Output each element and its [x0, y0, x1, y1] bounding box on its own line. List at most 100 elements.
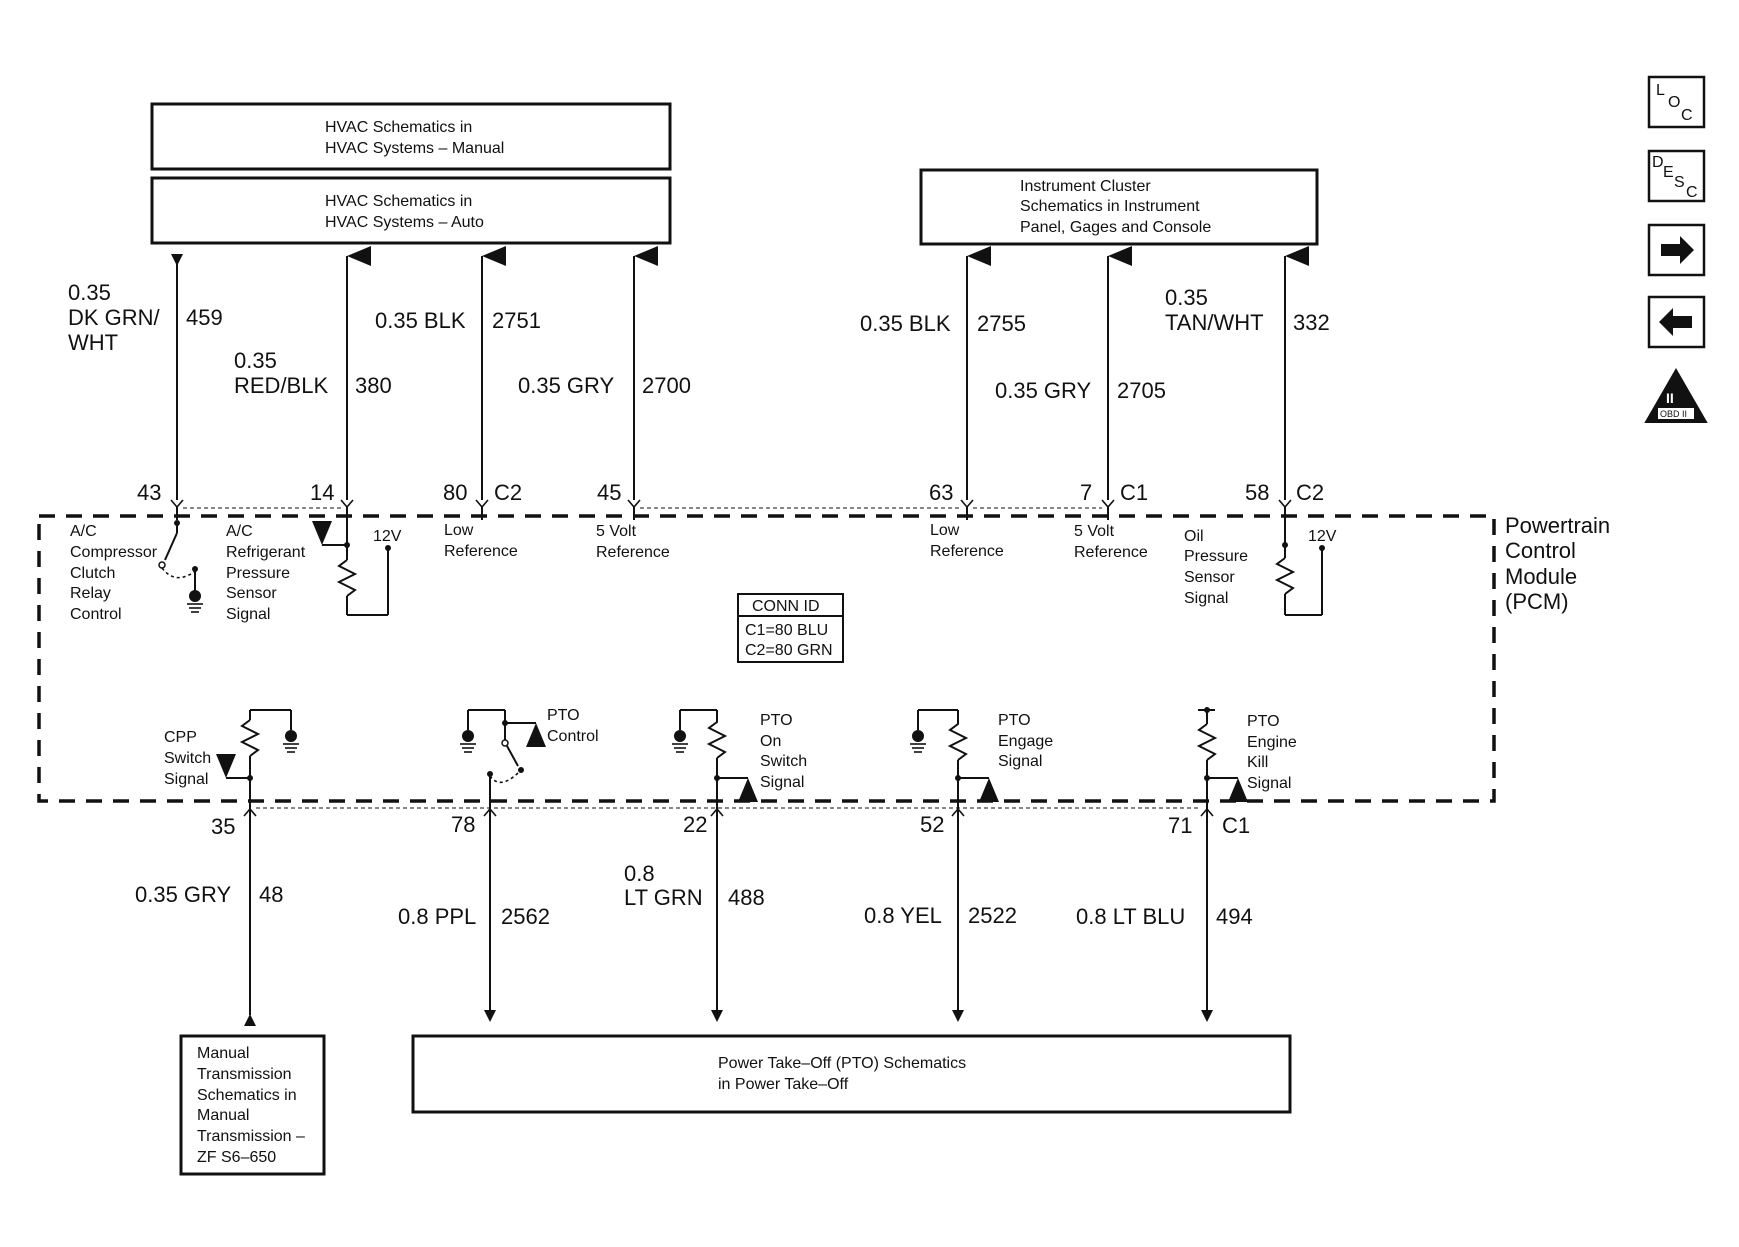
signal-label: Reference	[444, 543, 518, 560]
wire-gauge: 0.8 LT BLU	[1076, 904, 1185, 929]
loc-button[interactable]: L O C	[1647, 75, 1706, 129]
circuit-number: 380	[355, 373, 392, 398]
box-line: Schematics in	[197, 1087, 297, 1104]
pcm-title: Powertrain Control Module (PCM)	[1505, 513, 1610, 614]
signal-label: 5 Volt	[596, 523, 637, 540]
signal-label: Signal	[164, 771, 208, 788]
connector-label: C2	[1296, 480, 1324, 505]
hvac-manual-line-1: HVAC Schematics in	[325, 119, 472, 136]
circuit-number: 2705	[1117, 378, 1166, 403]
pin-number: 78	[451, 812, 475, 837]
wire-gauge: 0.8	[624, 861, 655, 886]
pin-number: 22	[683, 812, 707, 837]
voltage-label: 12V	[1308, 528, 1337, 545]
wire-color: TAN/WHT	[1165, 310, 1264, 335]
pcm-title-line: Powertrain	[1505, 513, 1610, 538]
signal-label: Refrigerant	[226, 544, 306, 561]
signal-label: Engine	[1247, 734, 1297, 751]
desc-button[interactable]: D E S C	[1647, 149, 1706, 203]
circuit-number: 2522	[968, 903, 1017, 928]
signal-label: CPP	[164, 729, 197, 746]
circuit-number: 459	[186, 305, 223, 330]
pin-number: 43	[137, 480, 161, 505]
signal-label: Signal	[226, 606, 270, 623]
voltage-label: 12V	[373, 528, 402, 545]
circuit-number: 488	[728, 885, 765, 910]
loc-letter: O	[1668, 94, 1680, 111]
pcm-title-line: Module	[1505, 564, 1577, 589]
obd-ii-button[interactable]: II OBD II	[1644, 367, 1708, 423]
bottom-pin-labels: 35 78 22 52 71 C1	[211, 812, 1250, 839]
wire-gauge: 0.35	[68, 280, 111, 305]
signal-label: Signal	[1184, 590, 1228, 607]
arrow-down-icon	[711, 1010, 723, 1022]
signal-label: Sensor	[1184, 569, 1235, 586]
wire-gauge: 0.35	[1165, 285, 1208, 310]
box-line: Transmission –	[197, 1128, 305, 1145]
pcm-title-line: (PCM)	[1505, 589, 1569, 614]
hvac-auto-box: HVAC Schematics in HVAC Systems – Auto	[150, 176, 672, 245]
arrow-down-icon	[952, 1010, 964, 1022]
pcm-top-signal-labels: A/C Compressor Clutch Relay Control A/C …	[70, 522, 1248, 623]
signal-label: Pressure	[1184, 548, 1248, 565]
previous-page-button[interactable]	[1647, 295, 1706, 349]
signal-label: Signal	[760, 774, 804, 791]
wire-color: WHT	[68, 330, 118, 355]
signal-label: Control	[547, 728, 599, 745]
signal-label: Reference	[1074, 544, 1148, 561]
signal-label: Compressor	[70, 544, 158, 561]
pin-number: 35	[211, 814, 235, 839]
top-wire-labels: 0.35 DK GRN/ WHT 459 0.35 RED/BLK 380 0.…	[68, 280, 1330, 403]
signal-label: A/C	[226, 523, 253, 540]
wire-gauge: 0.35 BLK	[860, 311, 951, 336]
top-pin-labels: 43 14 80 C2 45 63 7 C1 58 C2	[137, 480, 1324, 505]
wire-gauge: 0.8 YEL	[864, 903, 942, 928]
signal-label: Switch	[760, 753, 807, 770]
desc-letter: C	[1686, 184, 1698, 201]
connector-label: C1	[1222, 813, 1250, 838]
circuit-number: 2700	[642, 373, 691, 398]
signal-label: Signal	[1247, 775, 1291, 792]
signal-label: Kill	[1247, 754, 1268, 771]
ac-pressure-pullup-icon: 12V	[312, 521, 402, 616]
circuit-number: 494	[1216, 904, 1253, 929]
conn-id-line: C2=80 GRN	[745, 642, 833, 659]
signal-label: Pressure	[226, 565, 290, 582]
pcm-boundary	[37, 514, 1496, 803]
signal-label: Sensor	[226, 585, 277, 602]
next-page-button[interactable]	[1647, 223, 1706, 277]
hvac-auto-line-2: HVAC Systems – Auto	[325, 214, 484, 231]
loc-letter: L	[1656, 82, 1665, 99]
connector-label: C1	[1120, 480, 1148, 505]
pin-number: 80	[443, 480, 467, 505]
signal-label: Low	[930, 522, 960, 539]
hvac-auto-line-1: HVAC Schematics in	[325, 193, 472, 210]
signal-label: Relay	[70, 585, 111, 602]
signal-label: Clutch	[70, 565, 115, 582]
wire-color: RED/BLK	[234, 373, 328, 398]
signal-label: Reference	[930, 543, 1004, 560]
conn-id-box: CONN ID C1=80 BLU C2=80 GRN	[737, 593, 844, 663]
bottom-wire-labels: 0.35 GRY 48 0.8 PPL 2562 0.8 LT GRN 488 …	[135, 861, 1253, 929]
pin-number: 63	[929, 480, 953, 505]
bottom-connector	[243, 807, 1214, 817]
desc-letter: E	[1663, 164, 1674, 181]
pto-engage-pullup-icon	[910, 709, 999, 816]
box-line: ZF S6–650	[197, 1149, 276, 1166]
pin-number: 52	[920, 812, 944, 837]
wire-gauge: 0.35 BLK	[375, 308, 466, 333]
arrow-down-icon	[484, 1010, 496, 1022]
obd-ii-label: OBD II	[1660, 409, 1687, 419]
wire-gauge: 0.35 GRY	[518, 373, 615, 398]
signal-label: Oil	[1184, 528, 1204, 545]
box-line: Manual	[197, 1107, 249, 1124]
pcm-bottom-signal-labels: CPP Switch Signal PTO Control PTO On Swi…	[164, 707, 1297, 792]
pto-on-pullup-icon	[672, 709, 758, 816]
signal-label: A/C	[70, 523, 97, 540]
circuit-number: 2562	[501, 904, 550, 929]
arrow-right-icon	[1661, 236, 1694, 264]
pto-kill-pullup-icon	[1196, 707, 1248, 816]
signal-label: 5 Volt	[1074, 523, 1115, 540]
pto-schematics-box: Power Take–Off (PTO) Schematics in Power…	[411, 1034, 1292, 1114]
